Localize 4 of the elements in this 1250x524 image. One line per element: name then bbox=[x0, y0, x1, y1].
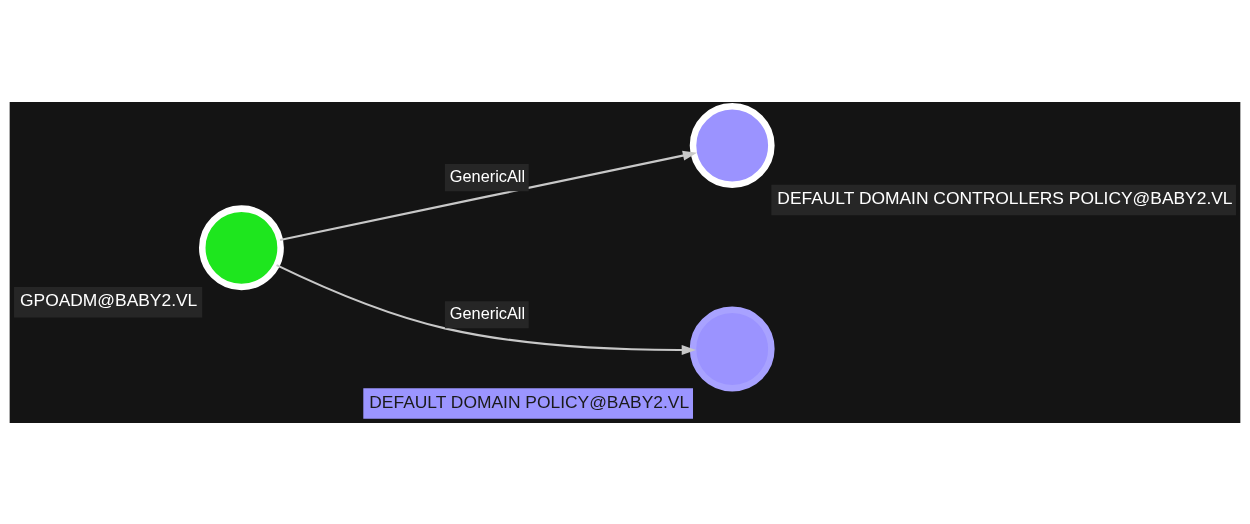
edge-label: GenericAll bbox=[449, 166, 526, 185]
arrow bbox=[276, 263, 696, 355]
edge-label: GenericAll bbox=[449, 303, 526, 322]
arrow bbox=[279, 150, 697, 241]
